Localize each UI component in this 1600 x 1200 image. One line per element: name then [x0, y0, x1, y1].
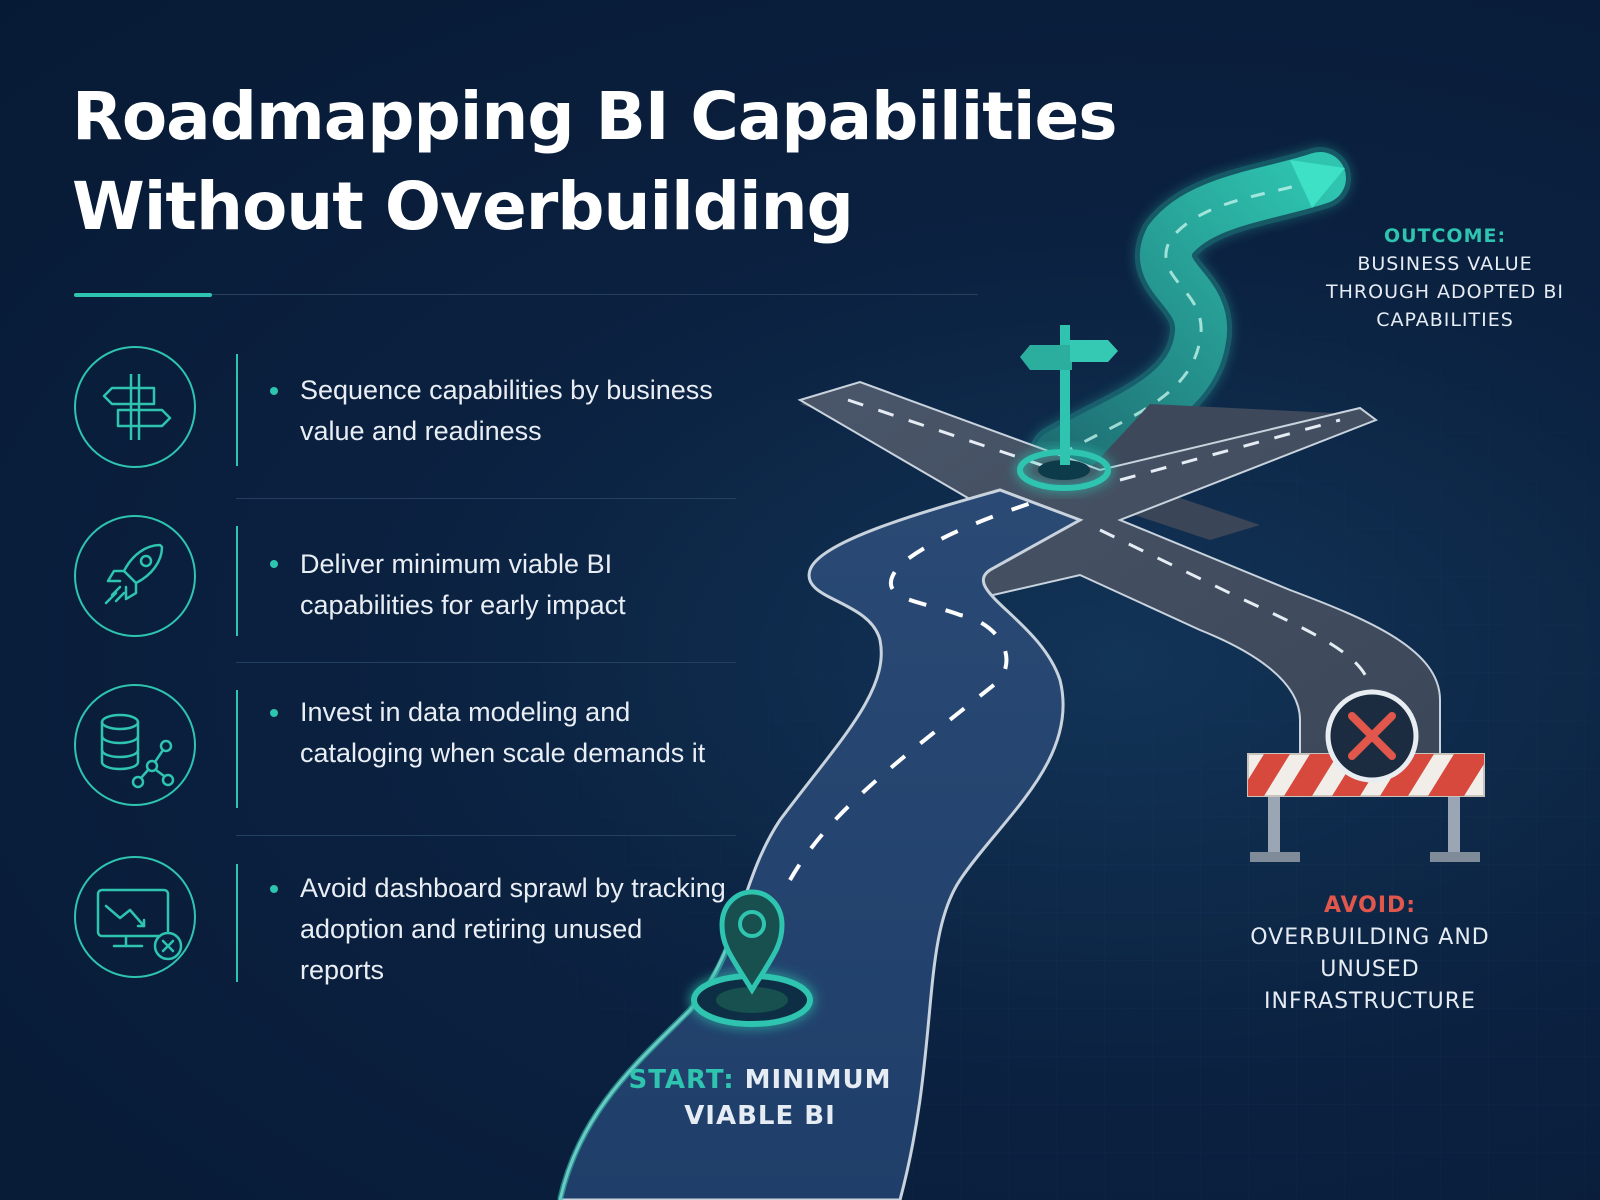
title-line-1: Roadmapping BI Capabilities [72, 78, 1118, 155]
rocket-icon [74, 515, 196, 637]
outcome-label: OUTCOME: BUSINESS VALUE THROUGH ADOPTED … [1320, 222, 1570, 334]
item-separator [236, 835, 736, 836]
item-separator [236, 498, 736, 499]
junction-signpost-icon [1017, 325, 1118, 491]
item-text: Invest in data modeling and cataloging w… [300, 697, 706, 768]
bullet [270, 387, 278, 395]
bullet [270, 885, 278, 893]
avoid-text: OVERBUILDING AND UNUSED INFRASTRUCTURE [1250, 925, 1490, 1014]
signpost-icon [74, 346, 196, 468]
item-divider-bar [236, 690, 238, 808]
start-location-pin-icon [691, 889, 813, 1027]
start-heading: START: [628, 1065, 735, 1095]
item-text: Sequence capabilities by business value … [300, 375, 713, 446]
item-text: Avoid dashboard sprawl by tracking adopt… [300, 873, 726, 985]
bullet [270, 709, 278, 717]
start-text: MINIMUM VIABLE BI [684, 1065, 892, 1131]
arrow-head-icon [1290, 160, 1345, 208]
avoid-label: AVOID: OVERBUILDING AND UNUSED INFRASTRU… [1240, 890, 1500, 1018]
bullet [270, 560, 278, 568]
crossroad [797, 380, 1441, 791]
outcome-road [1029, 147, 1351, 486]
item-text: Deliver minimum viable BI capabilities f… [300, 549, 626, 620]
title-divider [212, 294, 978, 295]
monitor-declining-chart-icon [74, 856, 196, 978]
item-separator [236, 662, 736, 663]
outcome-text: BUSINESS VALUE THROUGH ADOPTED BI CAPABI… [1326, 253, 1564, 331]
stop-x-icon [1325, 689, 1419, 783]
outcome-heading: OUTCOME: [1383, 225, 1507, 247]
database-network-icon [74, 684, 196, 806]
title-accent-bar [74, 293, 212, 297]
item-divider-bar [236, 354, 238, 466]
item-divider-bar [236, 864, 238, 982]
avoid-heading: AVOID: [1323, 893, 1417, 918]
title-line-2: Without Overbuilding [72, 168, 854, 245]
item-divider-bar [236, 526, 238, 636]
page-title: Roadmapping BI Capabilities Without Over… [72, 72, 1222, 252]
start-label: START: MINIMUM VIABLE BI [620, 1062, 900, 1134]
